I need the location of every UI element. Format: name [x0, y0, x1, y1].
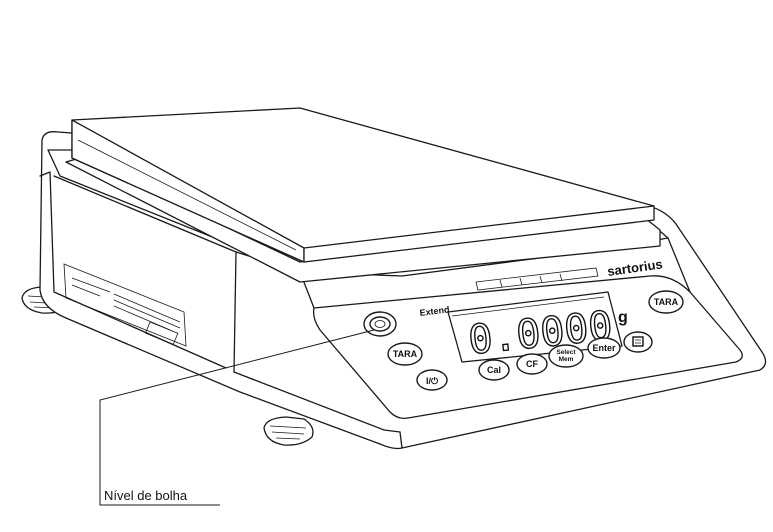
power-icon: I/⏻: [426, 376, 439, 386]
status-strip: [475, 267, 599, 291]
callout-label: Nível de bolha: [104, 488, 188, 503]
svg-text:Select: Select: [556, 349, 576, 356]
svg-text:Enter: Enter: [592, 343, 616, 353]
weight-display: 0.0000 g: [447, 291, 628, 365]
right-foot: [263, 416, 314, 446]
model-name: Extend: [419, 304, 450, 318]
tara-right-button[interactable]: TARA: [648, 290, 684, 314]
display-unit: g: [618, 309, 628, 326]
tara-left-button[interactable]: TARA: [387, 342, 423, 366]
weighing-pan: [65, 107, 661, 283]
svg-text:Cal: Cal: [487, 365, 501, 375]
power-button[interactable]: I/⏻: [416, 369, 448, 391]
print-button[interactable]: [623, 331, 653, 353]
cal-button[interactable]: Cal: [478, 359, 510, 381]
enter-button[interactable]: Enter: [587, 337, 621, 359]
svg-text:TARA: TARA: [393, 349, 418, 359]
bubble-level-callout: Nível de bolha: [99, 329, 375, 506]
print-icon: [632, 336, 644, 347]
select-mem-button[interactable]: Select Mem: [548, 344, 584, 368]
cf-button[interactable]: CF: [516, 353, 548, 375]
svg-text:Mem: Mem: [559, 356, 574, 363]
svg-text:TARA: TARA: [654, 297, 679, 307]
svg-text:CF: CF: [526, 359, 538, 369]
bubble-level-icon: [363, 311, 397, 337]
